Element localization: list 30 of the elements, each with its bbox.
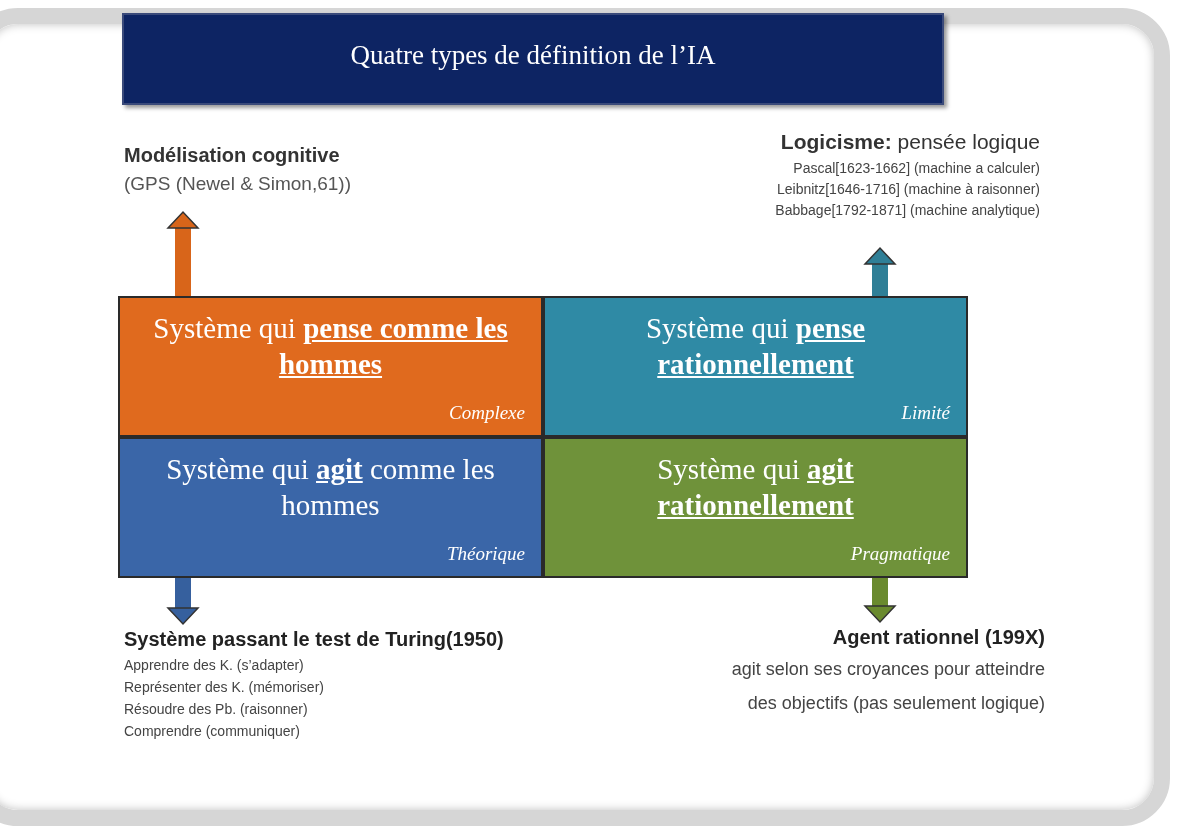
body-text: agit selon ses croyances pour atteindre des objectifs (pas seulement logique) bbox=[730, 658, 1045, 715]
quadrant-box bbox=[118, 437, 543, 578]
quadrant-note: Limité bbox=[901, 400, 950, 425]
body-text: Leibnitz[1646-1716] (machine à raisonner) bbox=[776, 179, 1040, 199]
quadrant-title: Système qui agit rationnellement bbox=[656, 452, 855, 523]
body-text: Résoudre des Pb. (raisonner) bbox=[124, 700, 308, 719]
heading-text: Logicisme: pensée logique bbox=[780, 129, 1040, 155]
body-text: Apprendre des K. (s’adapter) bbox=[124, 656, 304, 675]
body-text: Représenter des K. (mémoriser) bbox=[124, 678, 324, 697]
block-arrow bbox=[864, 247, 896, 296]
body-text: Babbage[1792-1871] (machine analytique) bbox=[775, 200, 1040, 220]
block-arrow bbox=[167, 578, 199, 625]
body-text: Comprendre (communiquer) bbox=[124, 722, 300, 741]
quadrant-title: Système qui agit comme les hommes bbox=[165, 452, 496, 523]
quadrant-box bbox=[118, 296, 543, 437]
quadrant-title: Système qui pense rationnellement bbox=[644, 311, 867, 382]
block-arrow bbox=[864, 578, 896, 623]
quadrant-note: Pragmatique bbox=[850, 541, 950, 566]
title-banner: Quatre types de définition de l’IA bbox=[122, 13, 944, 105]
block-arrow bbox=[167, 211, 199, 296]
heading-text: Agent rationnel (199X) bbox=[832, 625, 1045, 650]
quadrant-note: Complexe bbox=[449, 400, 525, 425]
quadrant-box bbox=[543, 437, 968, 578]
quadrant-box bbox=[543, 296, 968, 437]
heading-text: Modélisation cognitive bbox=[124, 143, 340, 168]
body-text: (GPS (Newel & Simon,61)) bbox=[124, 172, 351, 196]
quadrant-title: Système qui pense comme les hommes bbox=[152, 311, 509, 382]
body-text: Pascal[1623-1662] (machine a calculer) bbox=[793, 158, 1040, 178]
quadrant-note: Théorique bbox=[446, 541, 525, 566]
heading-text: Système passant le test de Turing(1950) bbox=[124, 627, 504, 652]
